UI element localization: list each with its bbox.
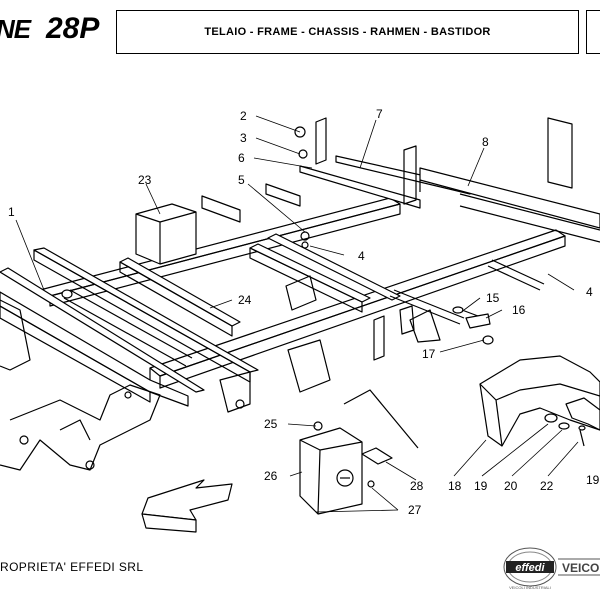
effedi-logo: effedi VEICOLI INDUSTRIALI VEICO [503, 547, 600, 590]
callout-16: 16 [512, 303, 526, 317]
cross-members [0, 233, 401, 393]
washers [544, 413, 586, 447]
callout-2: 2 [240, 109, 247, 123]
cover [299, 421, 375, 515]
bolts [452, 306, 494, 345]
corner-box [586, 10, 600, 54]
callout-19b: 19 [586, 473, 600, 487]
callout-23: 23 [138, 173, 152, 187]
callouts: 1 2 3 4 4 5 6 7 8 15 16 17 18 19 19 20 2… [8, 107, 600, 517]
tube-members [61, 259, 545, 367]
fender [479, 355, 600, 447]
callout-15: 15 [486, 291, 500, 305]
model-name: 28P [46, 12, 100, 45]
fender-bracket [565, 397, 600, 431]
battery-box [135, 203, 197, 265]
callout-4b: 4 [586, 285, 593, 299]
callout-8: 8 [482, 135, 489, 149]
callout-18: 18 [448, 479, 462, 493]
callout-25: 25 [264, 417, 278, 431]
brand-fragment: NE [0, 14, 31, 44]
center-brackets [219, 275, 441, 413]
callout-3: 3 [240, 131, 247, 145]
callout-6: 6 [238, 151, 245, 165]
callout-22: 22 [540, 479, 554, 493]
bracket-28 [343, 389, 419, 465]
copyright-text: ROPRIETA' EFFEDI SRL [0, 560, 144, 574]
callout-4a: 4 [358, 249, 365, 263]
logo-text: effedi [515, 562, 545, 574]
callout-20: 20 [504, 479, 518, 493]
callout-27: 27 [408, 503, 422, 517]
logo-side-text: VEICO [562, 561, 599, 575]
callout-1: 1 [8, 205, 15, 219]
callout-24: 24 [238, 293, 252, 307]
rear-bracket [0, 299, 161, 471]
callout-7: 7 [376, 107, 383, 121]
leader-lines [15, 115, 579, 513]
title-box: TELAIO - FRAME - CHASSIS - RAHMEN - BAST… [116, 10, 579, 54]
callout-5: 5 [238, 173, 245, 187]
logo-subtext: VEICOLI INDUSTRIALI [509, 585, 551, 590]
callout-26: 26 [264, 469, 278, 483]
page-title: TELAIO - FRAME - CHASSIS - RAHMEN - BAST… [204, 26, 491, 38]
front-rail [149, 229, 566, 389]
callout-19a: 19 [474, 479, 488, 493]
right-rail [419, 117, 600, 243]
callout-17: 17 [422, 347, 436, 361]
callout-28: 28 [410, 479, 424, 493]
arrow-direction-icon [141, 479, 233, 533]
